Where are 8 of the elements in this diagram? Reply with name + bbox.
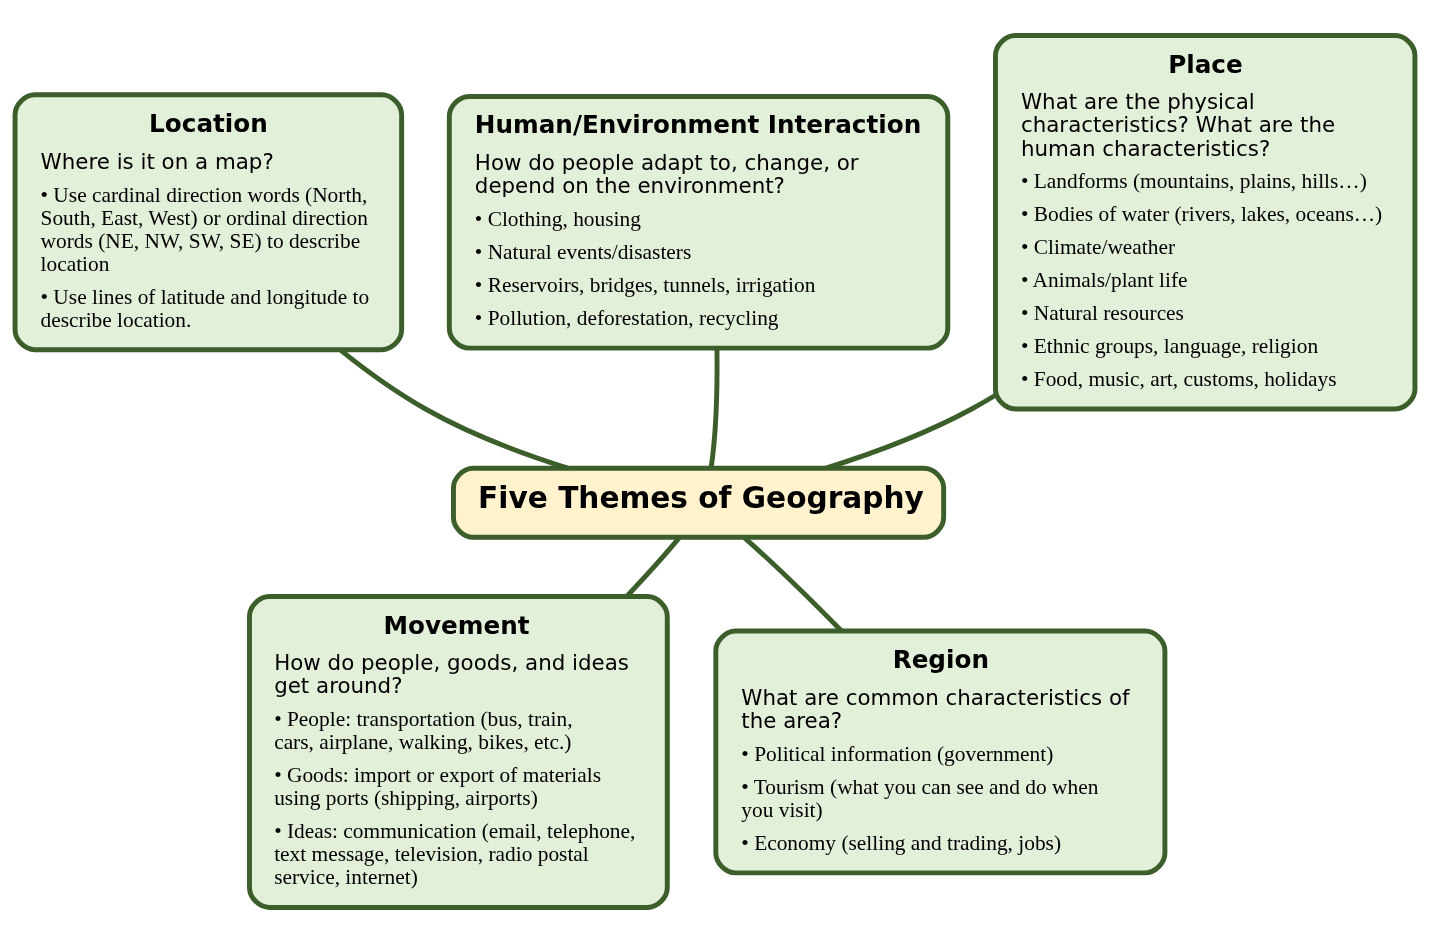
node-box: Region What are common characteristics of the area? • Political information (government) • Tourism (what you can see and do when you visit) • Economy (selling and trading, jobs): [713, 628, 1168, 876]
node-box: Location Where is it on a map? • Use cardinal direction words (North, South, East, West) or ordinal direction words (NE, NW, SW, SE) to describe location • Use lines of latitude and longitude to describe location.: [12, 92, 405, 353]
connector: [825, 393, 997, 471]
node-box: Five Themes of Geography: [451, 465, 947, 540]
node-box: Human/Environment Interaction How do people adapt to, change, or depend on the environment? • Clothing, housing • Natural events/disasters • Reservoirs, bridges, tunnels, irrigation • Pollution, deforestation, recycling: [446, 93, 951, 351]
node-box: Place What are the physical characteristics? What are the human characteristics? • Landforms (mountains, plains, hills…) • Bodies of water (rivers, lakes, oceans…) • Climate/weather • Animals/plant life • Natural resources • Ethnic groups, language, religion • Food, music, art, customs, holidays: [993, 33, 1418, 412]
connector: [708, 348, 720, 469]
node-box: Movement How do people, goods, and ideas get around? • People: transportation (bus, train, cars, airplane, walking, bikes, etc.) • Goods: import or export of materials using ports (shipping, airports) • Ideas: communication (email, telephone, text message, television, radio postal service, internet): [247, 594, 670, 910]
